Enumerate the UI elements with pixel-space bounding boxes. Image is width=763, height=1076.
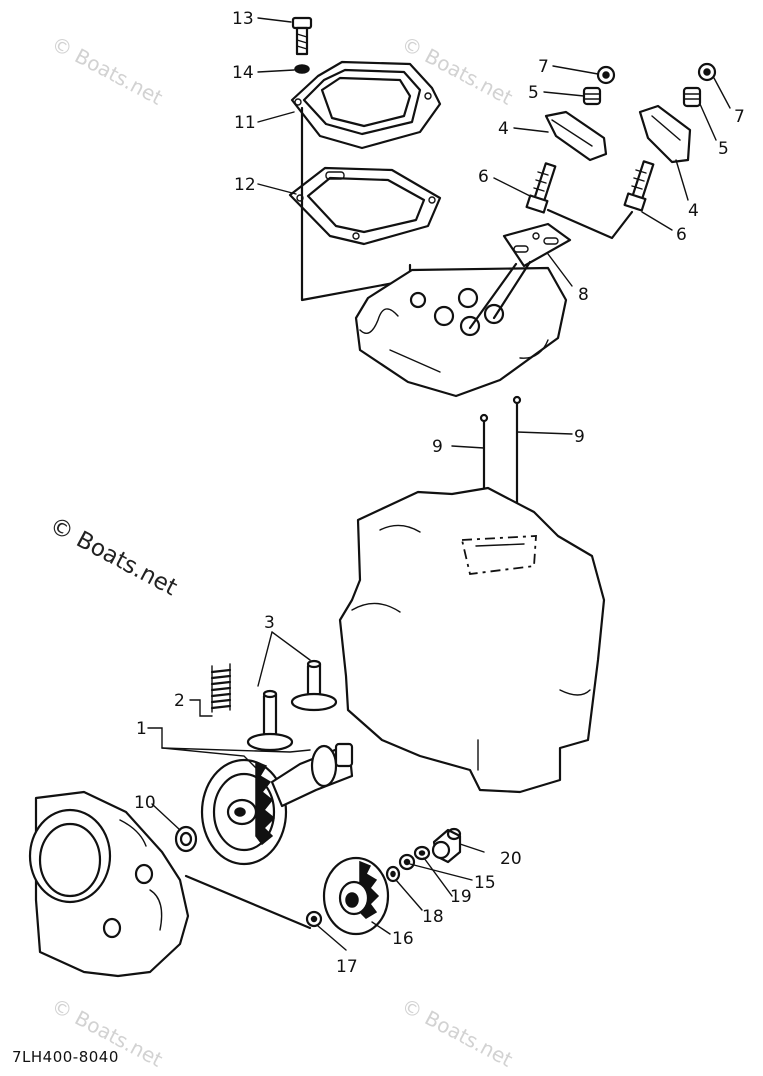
callout-4-left: 4: [498, 119, 509, 139]
callout-11: 11: [234, 113, 256, 133]
callout-9-left: 9: [432, 437, 443, 457]
lock-nut-right-7: [697, 62, 717, 82]
callout-7-left: 7: [538, 57, 549, 77]
rocker-arm-right-4: [638, 104, 692, 164]
callout-15: 15: [474, 873, 496, 893]
rocker-stud-right-6: [623, 160, 655, 212]
washer-19: [413, 845, 431, 861]
reference-line-cover-governor: [184, 874, 312, 930]
callout-5-left: 5: [528, 83, 539, 103]
push-rod-right-9: [512, 395, 522, 517]
callout-5-right: 5: [718, 139, 729, 159]
washer-18: [385, 865, 401, 883]
rocker-arm-left-4: [544, 110, 608, 162]
valve-spring-2: [210, 663, 232, 713]
nut-15: [398, 853, 416, 871]
leader-lines: [147, 17, 731, 951]
callout-10: 10: [134, 793, 156, 813]
tappet-right-3: [290, 659, 338, 712]
watermark-main: © Boats.net: [45, 512, 181, 601]
callout-6-right: 6: [676, 225, 687, 245]
callout-6-left: 6: [478, 167, 489, 187]
washer-14: [294, 64, 310, 74]
callout-12: 12: [234, 175, 256, 195]
callout-17: 17: [336, 957, 358, 977]
callout-14: 14: [232, 63, 254, 83]
rocker-stud-left-6: [525, 162, 557, 214]
callout-2: 2: [174, 691, 185, 711]
cylinder-head: [354, 266, 568, 398]
washer-10: [174, 825, 198, 853]
washer-17: [305, 910, 323, 928]
callout-3: 3: [264, 613, 275, 633]
tappet-left-3: [246, 689, 294, 752]
bolt-13: [291, 16, 313, 56]
governor-gear-16: [322, 856, 390, 936]
pivot-nut-right-5: [682, 86, 702, 108]
valve-cover-11: [290, 60, 442, 150]
guide-plate-8: [502, 222, 572, 268]
callout-13: 13: [232, 9, 254, 29]
callout-7-right: 7: [734, 107, 745, 127]
crankcase: [338, 486, 606, 794]
callout-20: 20: [500, 849, 522, 869]
camshaft-1: [200, 742, 354, 866]
part-code: 7LH400-8040: [12, 1048, 119, 1066]
reference-line-studs: [546, 208, 634, 240]
pivot-nut-left-5: [582, 86, 602, 106]
reference-line-stud-head-2: [492, 260, 532, 320]
callout-8: 8: [578, 285, 589, 305]
callout-19: 19: [450, 887, 472, 907]
callout-labels: 13 14 11 12 7 5 4 6 8 7 5 4 6 9 9 3 2 1 …: [134, 9, 745, 977]
crankcase-cover: [28, 790, 190, 978]
callout-16: 16: [392, 929, 414, 949]
callout-18: 18: [422, 907, 444, 927]
watermark-faint-1: © Boats.net: [48, 31, 167, 110]
callout-4-right: 4: [688, 201, 699, 221]
callout-1: 1: [136, 719, 147, 739]
watermark-faint-5: © Boats.net: [398, 993, 517, 1072]
gasket-12: [288, 166, 442, 246]
lock-nut-left-7: [596, 65, 616, 85]
callout-9-right: 9: [574, 427, 585, 447]
bolt-20: [431, 827, 462, 864]
reference-line-stud-head-1: [468, 262, 518, 330]
